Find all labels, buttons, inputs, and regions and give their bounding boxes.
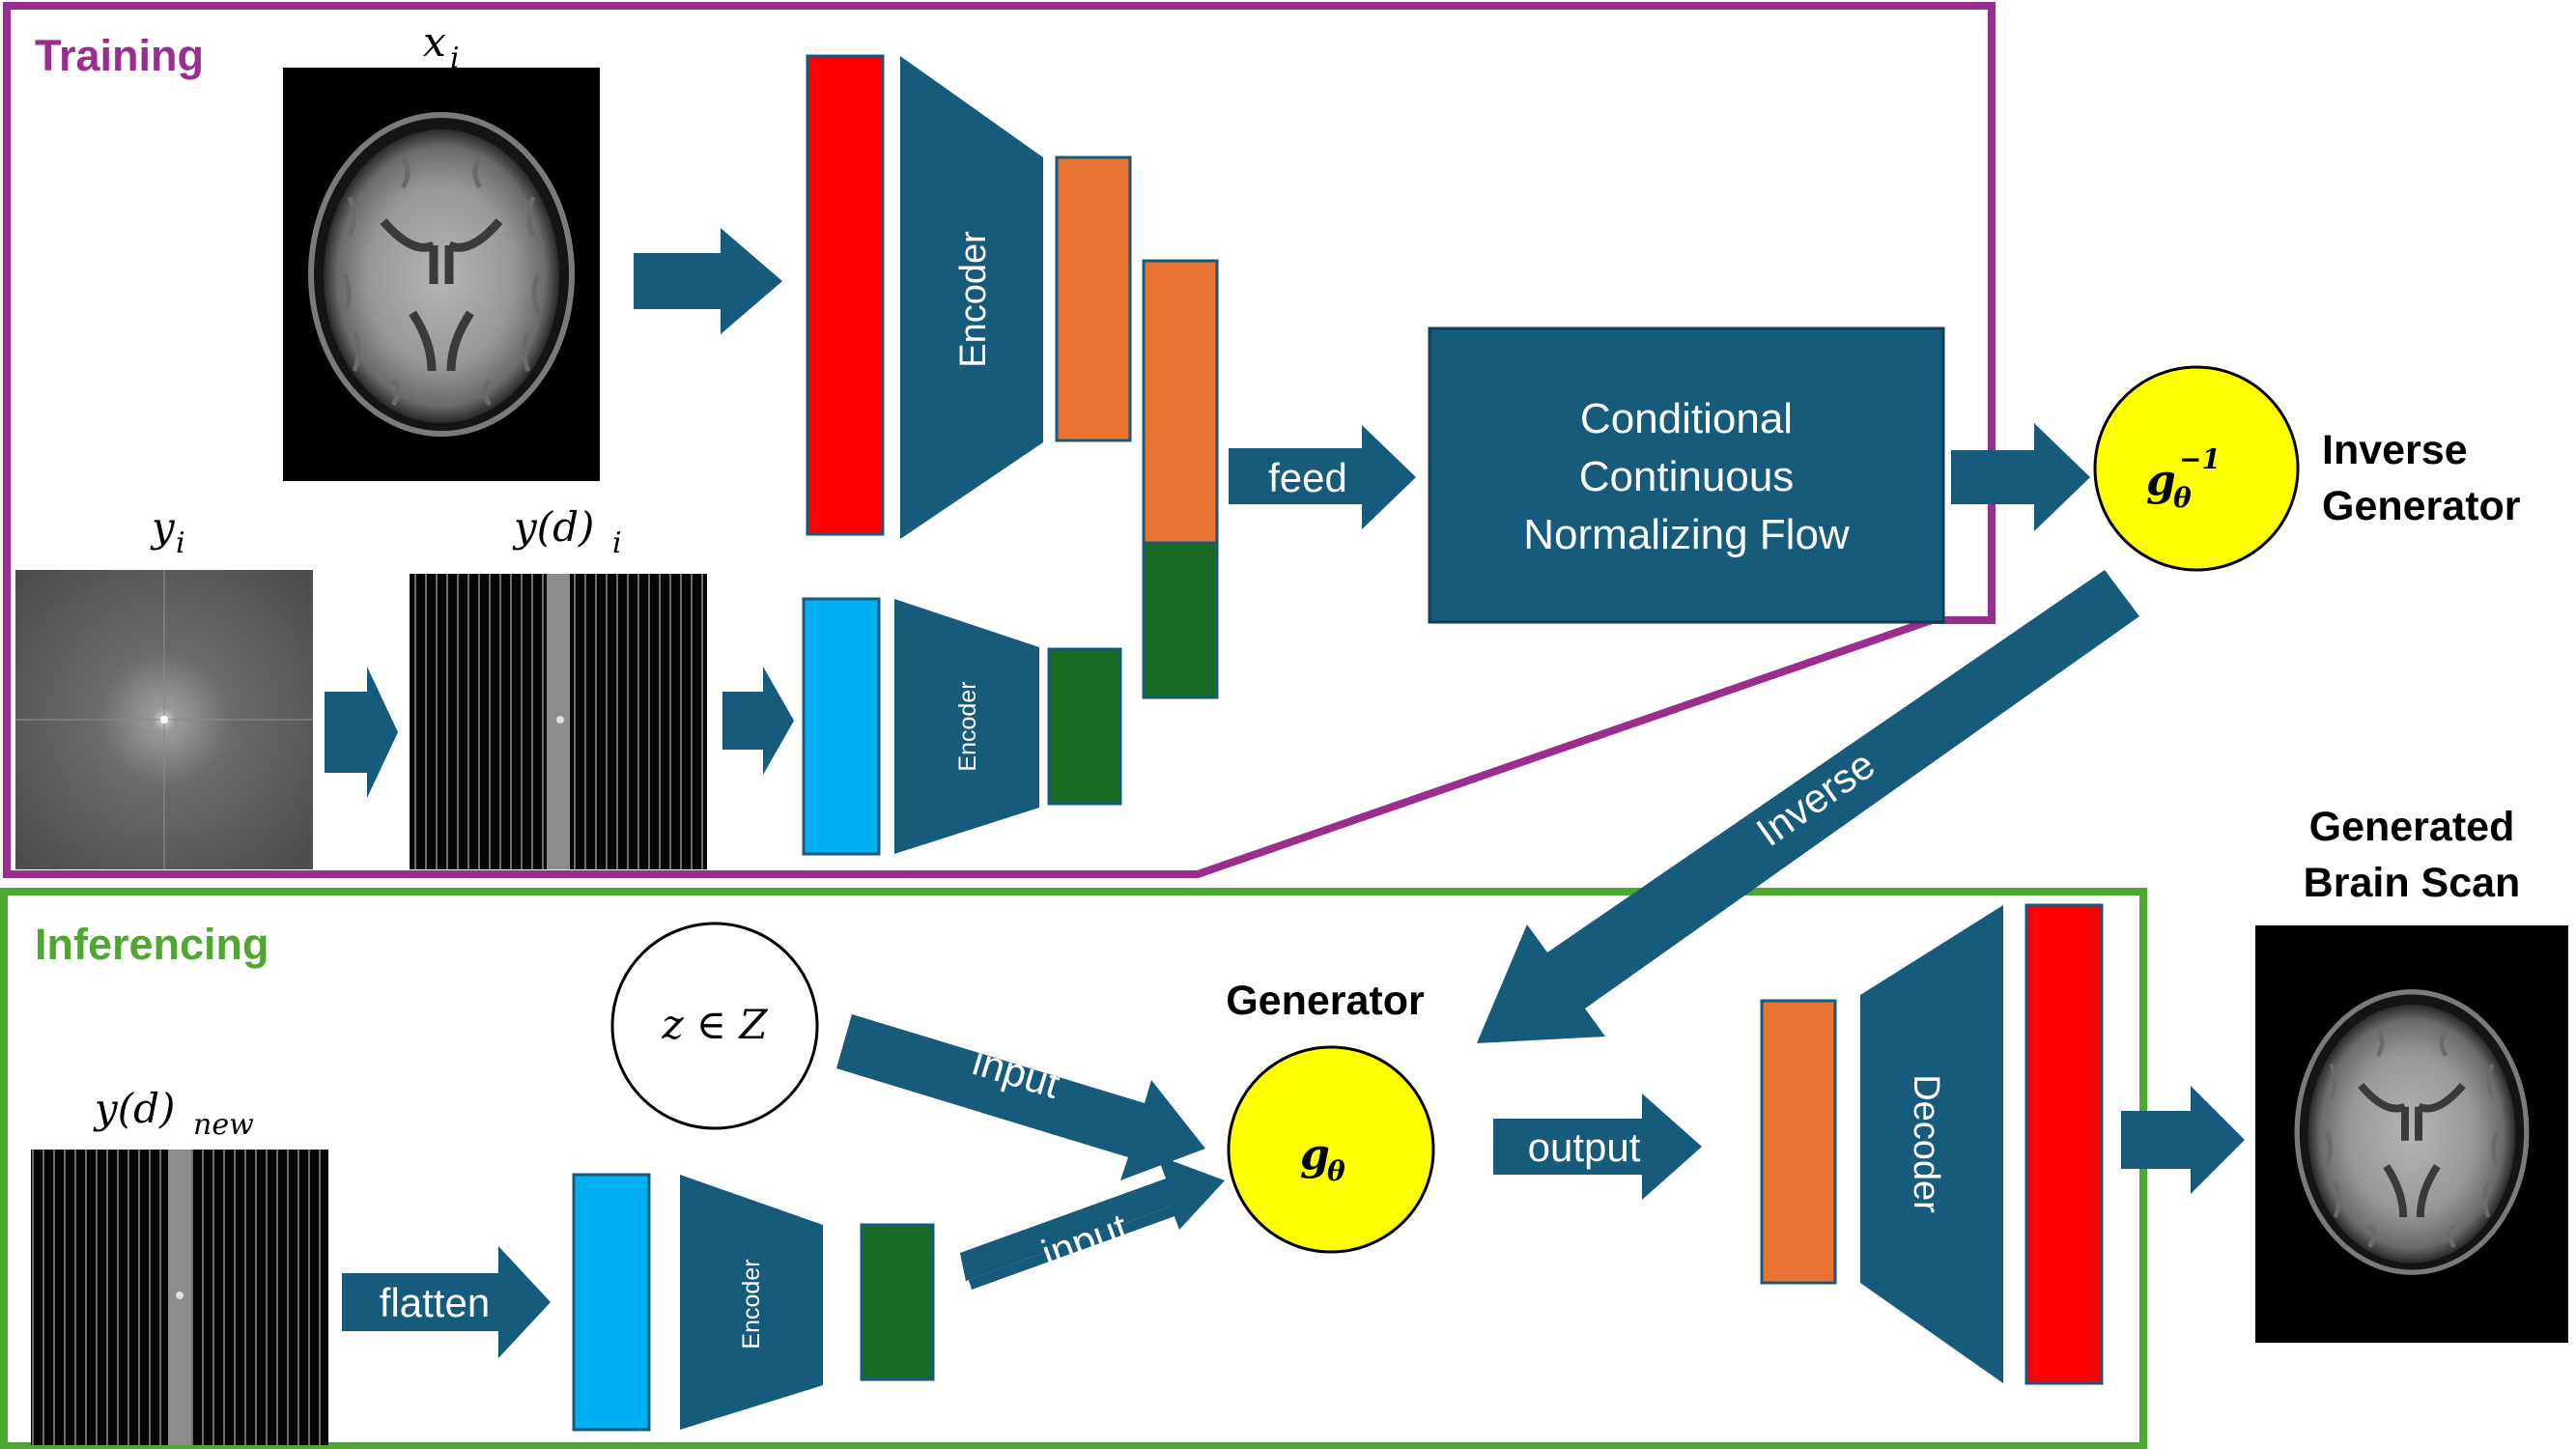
training-label: Training	[35, 31, 204, 80]
arrow-to-undersampled	[325, 667, 398, 798]
generator-circle	[1227, 1045, 1435, 1254]
svg-text:y(d): y(d)	[93, 1085, 175, 1132]
green-latent-bar	[1047, 647, 1122, 806]
flatten-label: flatten	[380, 1280, 490, 1325]
generator-label: Generator	[1226, 978, 1425, 1024]
svg-text:i: i	[176, 526, 185, 560]
svg-text:i: i	[450, 42, 460, 75]
flow-line2: Continuous	[1579, 453, 1795, 500]
latent-z-circle	[610, 922, 819, 1130]
output-arrow	[1493, 1094, 1702, 1200]
arrow-to-kspace-encoder	[722, 667, 794, 775]
flow-line3: Normalizing Flow	[1523, 511, 1850, 558]
orange-latent-bar	[1055, 156, 1132, 442]
generated-label-line1: Generated	[2309, 804, 2515, 850]
inverse-generator-circle	[2093, 365, 2300, 572]
svg-text:g: g	[1300, 1130, 1330, 1179]
svg-text:g: g	[2146, 456, 2176, 505]
image-encoder-trapezoid	[900, 56, 1043, 539]
arrow-to-generated-scan	[2121, 1086, 2245, 1194]
svg-text:i: i	[612, 526, 622, 560]
inverse-arrow	[1477, 570, 2139, 1043]
red-output-bar	[2024, 903, 2104, 1385]
generator-symbol: g θ	[1300, 1130, 1345, 1187]
inferencing-label: Inferencing	[35, 920, 269, 969]
output-label: output	[1528, 1124, 1641, 1170]
concat-orange-bar	[1142, 259, 1219, 545]
concat-green-bar	[1142, 541, 1219, 699]
inference-encoder-trapezoid	[680, 1175, 823, 1430]
svg-text:y(d): y(d)	[512, 503, 594, 551]
svg-text:new: new	[193, 1108, 254, 1142]
inference-encoder-label: Encoder	[738, 1259, 765, 1349]
svg-text:θ: θ	[2173, 482, 2192, 514]
y-d-i-label: y(d) i	[512, 503, 622, 560]
feed-label: feed	[1268, 455, 1347, 500]
flow-line1: Conditional	[1580, 395, 1793, 442]
input-arrow-top	[836, 1014, 1205, 1180]
inference-cyan-bar	[572, 1173, 651, 1432]
kspace-encoder-label: Encoder	[954, 681, 981, 771]
svg-text:y: y	[150, 503, 176, 551]
z-in-Z-label: z ∈ Z	[661, 1001, 768, 1048]
inference-green-bar	[860, 1223, 935, 1381]
input-arrow-bottom	[960, 1155, 1225, 1281]
inverse-generator-label-line1: Inverse	[2322, 427, 2468, 473]
flow-block	[1428, 327, 1945, 624]
arrow-to-inverse-generator	[1951, 423, 2090, 531]
orange-decoder-input-bar	[1760, 999, 1837, 1285]
x-i-label: x i	[423, 18, 460, 75]
red-input-bar	[806, 54, 885, 536]
flatten-arrow	[342, 1246, 551, 1358]
y-i-label: y i	[150, 503, 185, 560]
svg-text:−1: −1	[2179, 443, 2221, 475]
generated-label-line2: Brain Scan	[2304, 860, 2521, 906]
svg-text:θ: θ	[1327, 1155, 1345, 1187]
feed-arrow	[1229, 425, 1416, 529]
decoder-trapezoid	[1860, 905, 2003, 1383]
inverse-generator-symbol: g θ −1	[2146, 443, 2221, 514]
inverse-generator-label-line2: Generator	[2322, 483, 2521, 529]
image-encoder-label: Encoder	[953, 231, 994, 368]
y-d-new-label: y(d) new	[93, 1085, 254, 1142]
svg-text:x: x	[423, 18, 446, 66]
decoder-label: Decoder	[1906, 1074, 1946, 1213]
kspace-encoder-trapezoid	[894, 599, 1039, 854]
arrow-to-image-encoder	[634, 228, 782, 334]
cyan-input-bar	[802, 597, 881, 856]
